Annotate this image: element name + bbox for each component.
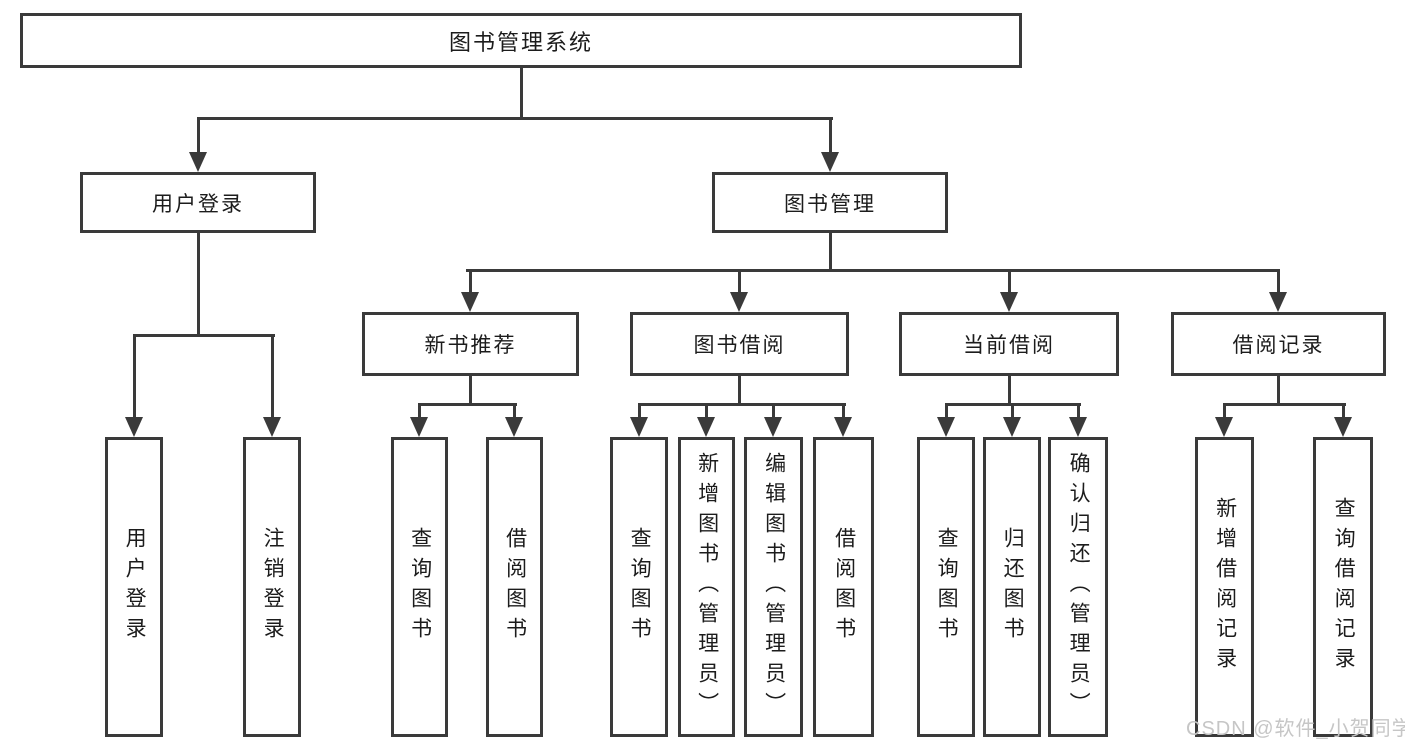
leaf-current-query-books: 查询图书 bbox=[917, 437, 975, 737]
leaf-borrow-edit-books-admin-label: 编辑图书（管理员） bbox=[762, 452, 786, 722]
leaf-logout: 注销登录 bbox=[243, 437, 301, 737]
leaf-recommend-borrow-books: 借阅图书 bbox=[486, 437, 543, 737]
connector-drop-current-return bbox=[1011, 403, 1014, 419]
arrowhead-borrow-add bbox=[697, 417, 715, 437]
node-book-management-label: 图书管理 bbox=[784, 192, 876, 216]
arrowhead-records-add bbox=[1215, 417, 1233, 437]
leaf-current-return-books-label: 归还图书 bbox=[1001, 527, 1025, 647]
arrowhead-records bbox=[1269, 292, 1287, 312]
leaf-current-confirm-return-admin-label: 确认归还（管理员） bbox=[1067, 452, 1091, 722]
connector-drop-borrow-add bbox=[705, 403, 708, 419]
node-user-login-label: 用户登录 bbox=[152, 192, 244, 216]
arrowhead-book-management bbox=[821, 152, 839, 172]
node-borrow-records-label: 借阅记录 bbox=[1232, 334, 1325, 357]
arrowhead-recommend-borrow bbox=[505, 417, 523, 437]
connector-drop-borrow-borrow bbox=[842, 403, 845, 419]
connector-drop-user-login bbox=[197, 117, 200, 154]
arrowhead-leaf-logout bbox=[263, 417, 281, 437]
leaf-records-query-record-label: 查询借阅记录 bbox=[1332, 497, 1356, 677]
leaf-current-query-books-label: 查询图书 bbox=[935, 527, 959, 647]
connector-drop-recommend-borrow bbox=[513, 403, 516, 419]
connector-root-stem bbox=[520, 65, 523, 119]
connector-drop-records bbox=[1277, 269, 1280, 294]
leaf-borrow-borrow-books: 借阅图书 bbox=[813, 437, 874, 737]
connector-drop-current bbox=[1008, 269, 1011, 294]
leaf-records-add-record: 新增借阅记录 bbox=[1195, 437, 1254, 737]
connector-records-stem bbox=[1277, 374, 1280, 406]
arrowhead-user-login bbox=[189, 152, 207, 172]
arrowhead-borrow bbox=[730, 292, 748, 312]
arrowhead-leaf-login bbox=[125, 417, 143, 437]
connector-borrow-rail bbox=[638, 403, 846, 406]
connector-drop-records-query bbox=[1342, 403, 1345, 419]
arrowhead-borrow-borrow bbox=[834, 417, 852, 437]
leaf-user-login-label: 用户登录 bbox=[123, 527, 147, 647]
leaf-borrow-edit-books-admin: 编辑图书（管理员） bbox=[744, 437, 803, 737]
node-new-book-recommend: 新书推荐 bbox=[362, 312, 579, 376]
connector-records-rail bbox=[1223, 403, 1346, 406]
leaf-recommend-query-books: 查询图书 bbox=[391, 437, 448, 737]
connector-drop-borrow-edit bbox=[772, 403, 775, 419]
leaf-current-return-books: 归还图书 bbox=[983, 437, 1041, 737]
connector-drop-recommend bbox=[469, 269, 472, 294]
connector-drop-borrow bbox=[738, 269, 741, 294]
node-borrow-records: 借阅记录 bbox=[1171, 312, 1386, 376]
node-book-borrow: 图书借阅 bbox=[630, 312, 849, 376]
connector-drop-book-management bbox=[829, 117, 832, 154]
node-root-label: 图书管理系统 bbox=[448, 29, 593, 55]
node-root: 图书管理系统 bbox=[20, 13, 1022, 68]
connector-root-rail bbox=[197, 117, 833, 120]
arrowhead-borrow-query bbox=[630, 417, 648, 437]
connector-recommend-stem bbox=[469, 374, 472, 406]
connector-user-login-stem bbox=[197, 231, 200, 337]
connector-drop-leaf-logout bbox=[271, 334, 274, 419]
connector-current-stem bbox=[1008, 374, 1011, 406]
connector-book-management-stem bbox=[829, 231, 832, 272]
arrowhead-recommend-query bbox=[410, 417, 428, 437]
connector-user-login-rail bbox=[133, 334, 275, 337]
leaf-borrow-add-books-admin-label: 新增图书（管理员） bbox=[695, 452, 719, 722]
connector-book-management-rail bbox=[466, 269, 1280, 272]
arrowhead-borrow-edit bbox=[764, 417, 782, 437]
leaf-records-query-record: 查询借阅记录 bbox=[1313, 437, 1373, 737]
connector-borrow-stem bbox=[738, 374, 741, 406]
leaf-borrow-borrow-books-label: 借阅图书 bbox=[832, 527, 856, 647]
arrowhead-current-query bbox=[937, 417, 955, 437]
leaf-recommend-query-books-label: 查询图书 bbox=[408, 527, 432, 647]
leaf-borrow-query-books: 查询图书 bbox=[610, 437, 668, 737]
connector-drop-borrow-query bbox=[638, 403, 641, 419]
arrowhead-current-return bbox=[1003, 417, 1021, 437]
node-new-book-recommend-label: 新书推荐 bbox=[424, 334, 517, 357]
leaf-recommend-borrow-books-label: 借阅图书 bbox=[503, 527, 527, 647]
connector-recommend-rail bbox=[418, 403, 517, 406]
arrowhead-recommend bbox=[461, 292, 479, 312]
node-current-borrow: 当前借阅 bbox=[899, 312, 1119, 376]
connector-drop-leaf-login bbox=[133, 334, 136, 419]
leaf-borrow-query-books-label: 查询图书 bbox=[628, 527, 652, 647]
arrowhead-current-confirm bbox=[1069, 417, 1087, 437]
leaf-records-add-record-label: 新增借阅记录 bbox=[1213, 497, 1237, 677]
node-user-login: 用户登录 bbox=[80, 172, 316, 233]
leaf-current-confirm-return-admin: 确认归还（管理员） bbox=[1048, 437, 1108, 737]
leaf-borrow-add-books-admin: 新增图书（管理员） bbox=[678, 437, 735, 737]
leaf-logout-label: 注销登录 bbox=[261, 527, 285, 647]
arrowhead-current bbox=[1000, 292, 1018, 312]
node-book-borrow-label: 图书借阅 bbox=[693, 334, 786, 357]
connector-drop-recommend-query bbox=[418, 403, 421, 419]
connector-drop-records-add bbox=[1223, 403, 1226, 419]
connector-drop-current-confirm bbox=[1077, 403, 1080, 419]
arrowhead-records-query bbox=[1334, 417, 1352, 437]
watermark: CSDN @软件_小贺同学 bbox=[1186, 718, 1405, 740]
node-current-borrow-label: 当前借阅 bbox=[963, 334, 1055, 357]
leaf-user-login: 用户登录 bbox=[105, 437, 163, 737]
connector-drop-current-query bbox=[945, 403, 948, 419]
node-book-management: 图书管理 bbox=[712, 172, 948, 233]
